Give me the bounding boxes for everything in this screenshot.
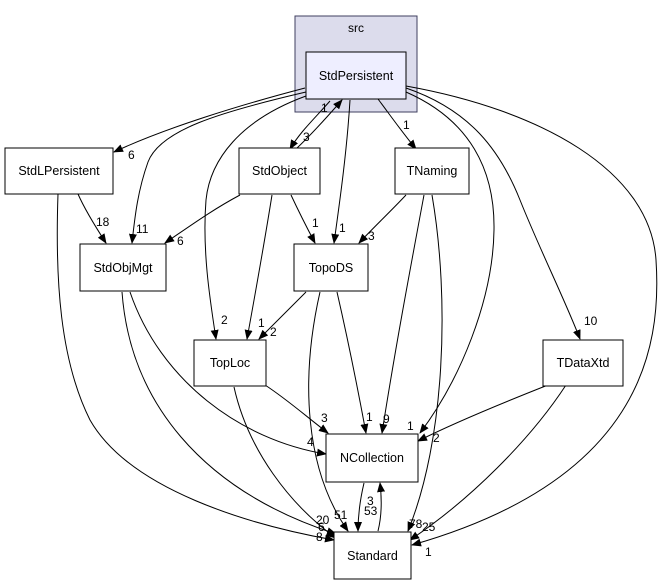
node-layer: StdPersistent StdLPersistent StdObject T… <box>4 51 624 580</box>
node-stdlpersistent-label: StdLPersistent <box>18 164 100 178</box>
edge-tdataxtd-ncollection <box>417 384 549 442</box>
edge-tnaming-ncollection <box>379 194 425 434</box>
edge-label-stdobjmgt-standard: 20 <box>316 513 330 527</box>
edge-label-stdobject-topods: 1 <box>312 216 319 230</box>
cluster-src-label: src <box>348 21 364 35</box>
node-ncollection-box <box>325 433 419 483</box>
edge-stdobject-stdobjmgt <box>164 194 241 244</box>
node-stdobject[interactable]: StdObject <box>238 147 321 195</box>
edge-standard-ncollection <box>377 482 386 532</box>
edge-label-stdpersistent-stdobjmgt: 11 <box>136 222 149 236</box>
edge-label-stdpersistent-ncollection: 1 <box>407 419 414 433</box>
edge-stdobject-stdpersistent <box>295 99 343 150</box>
node-topods-label: TopoDS <box>309 261 353 275</box>
node-topods-box <box>293 243 369 292</box>
edge-stdobjmgt-ncollection <box>129 291 327 457</box>
edge-stdlpersistent-stdobjmgt <box>77 193 107 244</box>
edge-label-stdlpersistent-standard: 8 <box>316 530 323 544</box>
edge-label-stdpersistent-tdataxtd: 10 <box>584 314 598 328</box>
node-stdpersistent-label: StdPersistent <box>319 69 394 83</box>
edge-label-topods-toploc: 2 <box>270 325 277 339</box>
node-tdataxtd-label: TDataXtd <box>557 356 610 370</box>
edge-toploc-ncollection <box>264 384 329 434</box>
node-toploc-box <box>193 339 267 387</box>
edge-label-topods-standard: 51 <box>334 508 348 522</box>
edge-label-stdobject-toploc: 1 <box>258 316 265 330</box>
edge-topods-toploc <box>258 291 307 340</box>
edge-label-tdataxtd-ncollection: 2 <box>433 431 440 445</box>
node-ncollection[interactable]: NCollection <box>325 433 419 483</box>
edge-stdpersistent-topods <box>331 99 351 244</box>
edge-label-stdobject-stdobjmgt: 6 <box>177 234 184 248</box>
edge-topods-standard <box>308 291 349 532</box>
edge-stdpersistent-ncollection <box>405 91 495 434</box>
edge-label-tnaming-ncollection: 9 <box>383 412 390 426</box>
node-topods[interactable]: TopoDS <box>293 243 369 292</box>
edge-label-stdpersistent-topods: 1 <box>339 221 346 235</box>
edge-label-stdpersistent-tnaming: 1 <box>403 118 410 132</box>
edge-toploc-standard <box>233 386 337 539</box>
edge-label-stdpersistent-toploc: 2 <box>221 313 228 327</box>
edge-label-toploc-ncollection: 3 <box>321 411 328 425</box>
edge-tdataxtd-standard <box>409 384 567 541</box>
edge-label-tdataxtd-standard: 25 <box>422 520 436 534</box>
edge-label-stdpersistent-standard: 1 <box>425 545 432 559</box>
node-standard-box <box>333 531 412 580</box>
edge-ncollection-standard <box>354 482 365 532</box>
edge-stdobjmgt-standard <box>121 291 337 536</box>
edge-layer: 6 3 1 1 11 1 2 10 1 1 18 8 <box>56 85 658 559</box>
node-stdobject-box <box>238 147 321 195</box>
edge-stdpersistent-tnaming <box>377 98 417 150</box>
node-stdpersistent[interactable]: StdPersistent <box>305 51 407 100</box>
node-standard[interactable]: Standard <box>333 531 412 580</box>
node-toploc-label: TopLoc <box>210 356 250 370</box>
edge-label-tnaming-standard: 78 <box>409 517 423 531</box>
node-stdlpersistent-box <box>4 147 114 195</box>
edge-stdpersistent-toploc <box>204 95 307 340</box>
node-standard-label: Standard <box>347 549 398 563</box>
edge-label-toploc-standard: 6 <box>318 520 325 534</box>
edge-label-stdpersistent-stdobject: 3 <box>303 130 310 144</box>
edge-stdpersistent-stdobjmgt <box>128 91 307 244</box>
edge-tnaming-standard <box>407 194 443 532</box>
node-toploc[interactable]: TopLoc <box>193 339 267 387</box>
edge-stdpersistent-standard <box>405 85 658 547</box>
node-tdataxtd-box <box>542 339 624 387</box>
edge-label-stdobject-stdpersistent: 1 <box>321 101 328 115</box>
node-stdobject-label: StdObject <box>252 164 307 178</box>
edge-stdpersistent-stdobject <box>289 100 331 150</box>
edge-stdlpersistent-standard <box>56 193 335 543</box>
edge-label-stdobjmgt-ncollection: 4 <box>307 435 314 449</box>
edge-stdobject-topods <box>290 194 316 244</box>
node-stdlpersistent[interactable]: StdLPersistent <box>4 147 114 195</box>
edge-label-stdlpersistent-stdobjmgt: 18 <box>96 215 110 229</box>
node-stdobjmgt-box <box>79 243 167 292</box>
edge-label-stdpersistent-stdlpersistent: 6 <box>128 148 135 162</box>
node-tnaming-box <box>394 147 470 195</box>
node-tnaming-label: TNaming <box>407 164 458 178</box>
edge-label-topods-ncollection: 1 <box>366 410 373 424</box>
node-ncollection-label: NCollection <box>340 451 404 465</box>
edge-topods-ncollection <box>336 291 369 434</box>
edge-stdpersistent-stdlpersistent <box>113 87 306 153</box>
edge-label-tnaming-topods: 3 <box>368 229 375 243</box>
edge-label-ncollection-standard: 53 <box>364 504 378 518</box>
node-tnaming[interactable]: TNaming <box>394 147 470 195</box>
node-stdpersistent-box <box>305 51 407 100</box>
node-stdobjmgt[interactable]: StdObjMgt <box>79 243 167 292</box>
edge-stdpersistent-tdataxtd <box>405 87 581 340</box>
edge-stdobject-toploc <box>244 194 273 340</box>
node-tdataxtd[interactable]: TDataXtd <box>542 339 624 387</box>
node-stdobjmgt-label: StdObjMgt <box>93 261 153 275</box>
edge-label-standard-ncollection: 3 <box>367 494 374 508</box>
edge-tnaming-topods <box>358 194 407 244</box>
